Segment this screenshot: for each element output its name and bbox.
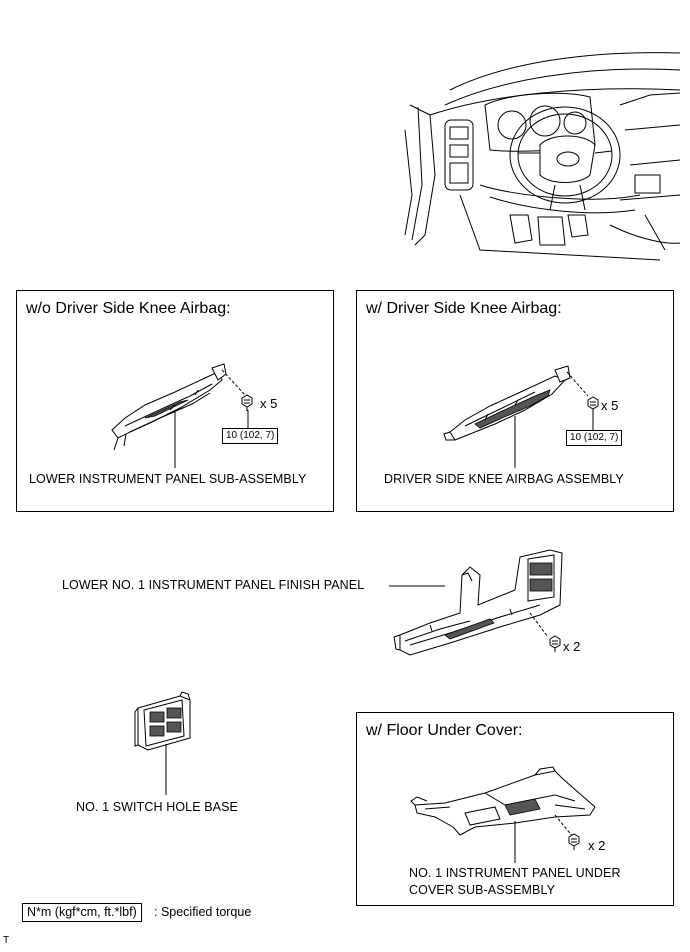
bolt-icon [549, 635, 561, 652]
bolt-icon [587, 396, 599, 413]
finish-panel-part-icon [393, 549, 563, 656]
under-cover-label-line2: COVER SUB-ASSEMBLY [409, 883, 556, 897]
bolt-icon [241, 394, 253, 411]
dashboard-illustration-icon [404, 52, 681, 261]
panel-w-airbag-box: w/ Driver Side Knee Airbag: [356, 290, 674, 512]
torque-spec: 10 (102, 7) [566, 430, 623, 446]
lower-instrument-panel-label: LOWER INSTRUMENT PANEL SUB-ASSEMBLY [29, 472, 307, 486]
floor-under-cover-title: w/ Floor Under Cover: [366, 722, 523, 739]
torque-unit-legend-box: N*m (kgf*cm, ft.*lbf) [22, 903, 142, 922]
under-cover-part-icon [410, 766, 596, 863]
switch-hole-base-part-icon [134, 691, 191, 795]
bolt-quantity: x 2 [588, 838, 606, 853]
torque-unit-legend-text: : Specified torque [154, 905, 252, 919]
corner-mark: T [3, 935, 10, 946]
finish-panel-label: LOWER NO. 1 INSTRUMENT PANEL FINISH PANE… [62, 578, 365, 592]
bolt-quantity: x 5 [260, 396, 278, 411]
floor-under-cover-box: w/ Floor Under Cover: [356, 712, 674, 906]
torque-leader-line [592, 412, 594, 430]
finish-panel-leader-line [389, 585, 445, 587]
under-cover-label-line1: NO. 1 INSTRUMENT PANEL UNDER [409, 866, 621, 880]
switch-hole-base-label: NO. 1 SWITCH HOLE BASE [76, 800, 238, 814]
panel-wo-airbag-box: w/o Driver Side Knee Airbag: [16, 290, 334, 512]
bolt-quantity: x 2 [563, 639, 581, 654]
panel-wo-airbag-title: w/o Driver Side Knee Airbag: [26, 300, 231, 317]
torque-leader-line [247, 410, 249, 428]
torque-spec: 10 (102, 7) [222, 428, 279, 444]
knee-airbag-label: DRIVER SIDE KNEE AIRBAG ASSEMBLY [384, 472, 624, 486]
bolt-quantity: x 5 [601, 398, 619, 413]
bolt-icon [568, 833, 580, 850]
panel-w-airbag-title: w/ Driver Side Knee Airbag: [366, 300, 562, 317]
lower-instrument-panel-part-icon [111, 363, 246, 468]
knee-airbag-part-icon [443, 365, 589, 468]
